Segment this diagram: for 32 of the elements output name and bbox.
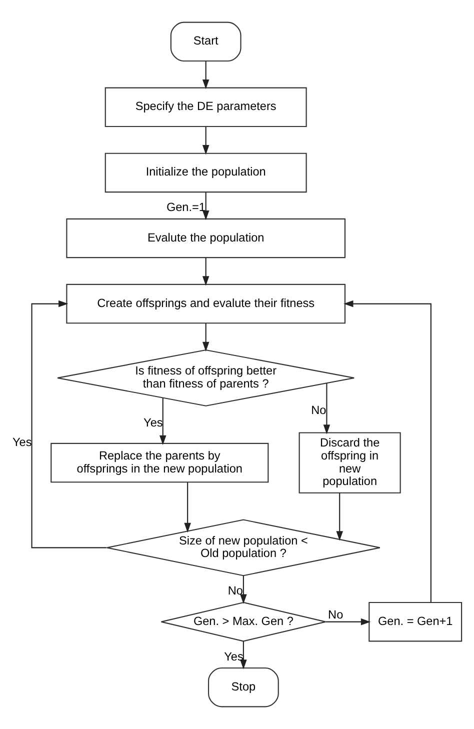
arrow [240, 641, 247, 670]
node-box: Gen. = Gen+1 [368, 602, 462, 642]
arrow [344, 300, 432, 602]
arrow [159, 398, 166, 446]
node-box: Stop [208, 667, 279, 708]
node-box: Start [170, 22, 242, 62]
node-box: Discard the offspring in new population [298, 432, 401, 494]
arrow [240, 576, 247, 604]
node-box: Create offsprings and evalute their fitness [66, 284, 346, 324]
arrow [336, 492, 343, 541]
node-box: Initialize the population [104, 152, 307, 193]
edge-label: No [228, 584, 243, 598]
arrow [326, 618, 371, 626]
arrow [184, 482, 191, 533]
edge-label: No [328, 607, 344, 622]
edge-label: Gen.=1 [166, 200, 206, 214]
arrow [323, 384, 330, 434]
arrow [202, 126, 210, 155]
edge-label: Yes [224, 649, 244, 664]
edge-label: Yes [144, 415, 163, 430]
node-diamond: Is fitness of offspring better than fitness of parents ? [57, 349, 355, 406]
arrow [202, 323, 210, 352]
node-box: Replace the parents by offsprings in the new population [50, 442, 269, 483]
arrow [31, 300, 107, 548]
edge-label: Yes [12, 435, 32, 450]
arrow [202, 258, 210, 286]
node-diamond: Size of new population < Old population ? [106, 519, 380, 576]
node-box: Specify the DE parameters [104, 87, 307, 128]
arrow [202, 61, 210, 90]
node-box: Evalute the population [66, 218, 346, 258]
node-diamond: Gen. > Max. Gen ? [160, 602, 326, 642]
arrow [202, 192, 210, 220]
